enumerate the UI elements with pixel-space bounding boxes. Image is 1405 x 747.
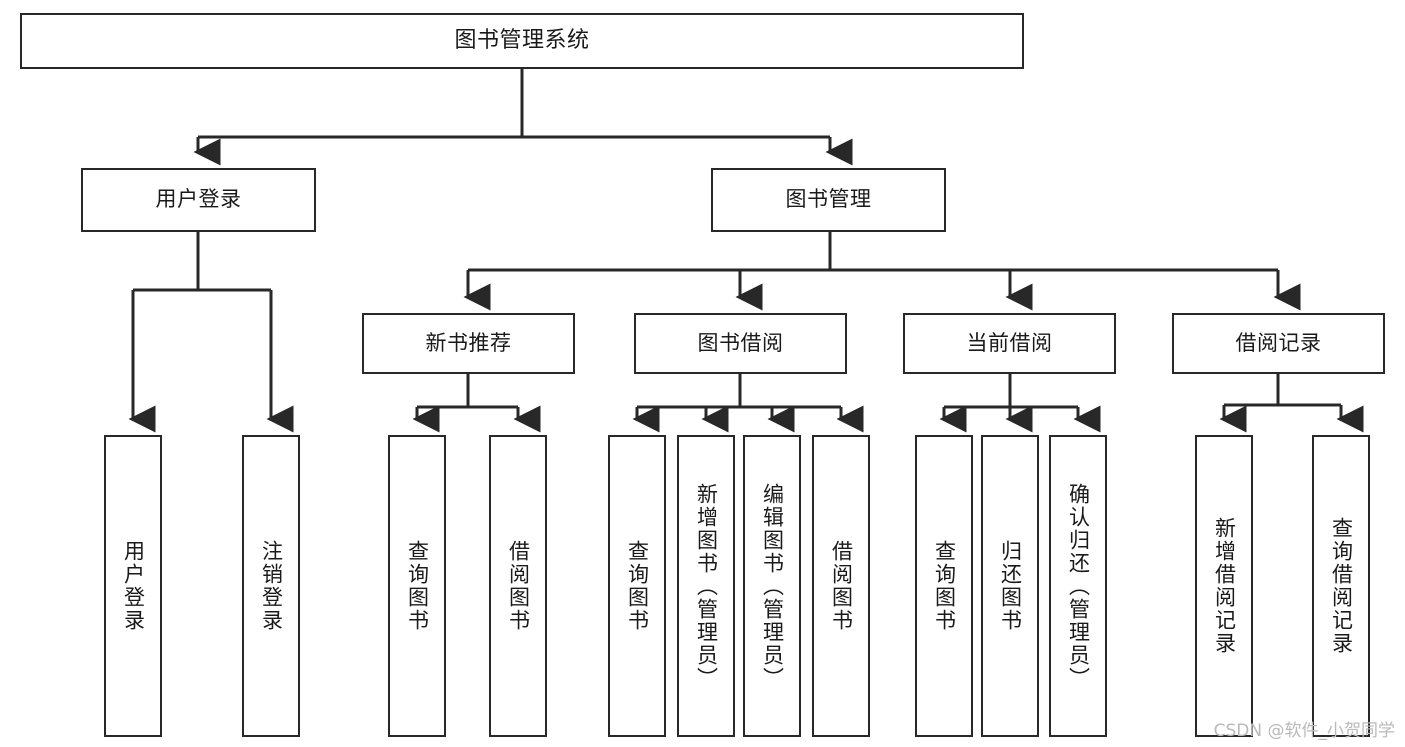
leaf-new-book-query[interactable]: 查询图书 <box>388 435 446 737</box>
leaf-current-borrow-return-label: 归还图书 <box>998 540 1023 632</box>
leaf-borrow-record-add[interactable]: 新增借阅记录 <box>1195 435 1253 737</box>
leaf-book-borrow-edit[interactable]: 编辑图书（管理员） <box>743 435 801 737</box>
leaf-book-borrow-borrow-label: 借阅图书 <box>829 540 854 632</box>
leaf-current-borrow-query-label: 查询图书 <box>932 540 957 632</box>
node-current-borrow-label: 当前借阅 <box>966 330 1053 355</box>
node-borrow-record-label: 借阅记录 <box>1235 330 1322 355</box>
node-book-borrow[interactable]: 图书借阅 <box>634 313 847 374</box>
leaf-new-book-borrow-label: 借阅图书 <box>506 540 531 632</box>
leaf-current-borrow-confirm[interactable]: 确认归还（管理员） <box>1049 435 1107 737</box>
leaf-user-login-logout[interactable]: 注销登录 <box>242 435 300 737</box>
node-new-book-recommend[interactable]: 新书推荐 <box>362 313 575 374</box>
leaf-current-borrow-confirm-label: 确认归还（管理员） <box>1066 482 1091 690</box>
leaf-user-login-login-label: 用户登录 <box>121 540 146 632</box>
leaf-current-borrow-return[interactable]: 归还图书 <box>981 435 1039 737</box>
leaf-book-borrow-borrow[interactable]: 借阅图书 <box>812 435 870 737</box>
leaf-book-borrow-query[interactable]: 查询图书 <box>608 435 666 737</box>
node-user-login-label: 用户登录 <box>155 187 242 212</box>
node-borrow-record[interactable]: 借阅记录 <box>1172 313 1385 374</box>
node-current-borrow[interactable]: 当前借阅 <box>903 313 1116 374</box>
node-root-label: 图书管理系统 <box>454 27 590 53</box>
node-book-management-label: 图书管理 <box>785 187 872 212</box>
leaf-borrow-record-add-label: 新增借阅记录 <box>1212 517 1237 655</box>
leaf-new-book-borrow[interactable]: 借阅图书 <box>489 435 547 737</box>
leaf-borrow-record-query[interactable]: 查询借阅记录 <box>1312 435 1370 737</box>
leaf-book-borrow-edit-label: 编辑图书（管理员） <box>760 482 785 690</box>
leaf-book-borrow-query-label: 查询图书 <box>625 540 650 632</box>
node-book-borrow-label: 图书借阅 <box>697 330 784 355</box>
node-new-book-recommend-label: 新书推荐 <box>425 330 512 355</box>
leaf-new-book-query-label: 查询图书 <box>405 540 430 632</box>
leaf-borrow-record-query-label: 查询借阅记录 <box>1329 517 1354 655</box>
node-book-management[interactable]: 图书管理 <box>711 168 946 232</box>
leaf-book-borrow-add-label: 新增图书（管理员） <box>694 482 719 690</box>
leaf-current-borrow-query[interactable]: 查询图书 <box>915 435 973 737</box>
leaf-user-login-login[interactable]: 用户登录 <box>104 435 162 737</box>
leaf-book-borrow-add[interactable]: 新增图书（管理员） <box>677 435 735 737</box>
watermark: CSDN @软件_小贺同学 <box>1213 721 1395 741</box>
leaf-user-login-logout-label: 注销登录 <box>259 540 284 632</box>
node-user-login[interactable]: 用户登录 <box>81 168 316 232</box>
node-root[interactable]: 图书管理系统 <box>20 13 1024 69</box>
